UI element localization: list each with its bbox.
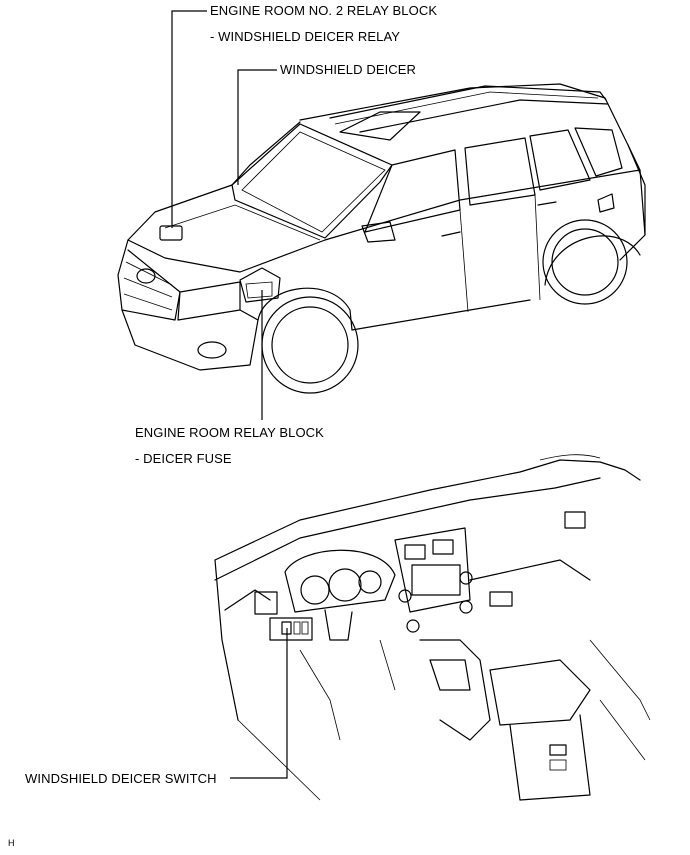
label-engine-room-no2-relay-block: ENGINE ROOM NO. 2 RELAY BLOCK — [210, 3, 438, 18]
label-deicer-fuse: - DEICER FUSE — [135, 451, 232, 466]
deicer-switch-icon — [281, 621, 292, 635]
leader-relay-block-2 — [171, 10, 207, 228]
label-windshield-deicer-relay: - WINDSHIELD DEICER RELAY — [210, 29, 401, 44]
leader-lines — [171, 10, 288, 779]
relay-block-icon — [239, 267, 281, 303]
relay-block-2-icon — [159, 225, 183, 241]
leader-deicer-switch — [230, 628, 288, 779]
label-engine-room-relay-block: ENGINE ROOM RELAY BLOCK — [135, 425, 324, 440]
suv-exterior-illustration — [117, 83, 646, 394]
instrument-panel-illustration — [214, 454, 651, 801]
corner-mark: H — [8, 838, 15, 848]
label-windshield-deicer: WINDSHIELD DEICER — [280, 62, 417, 77]
leader-windshield-deicer — [237, 69, 277, 185]
label-windshield-deicer-switch: WINDSHIELD DEICER SWITCH — [25, 771, 217, 786]
